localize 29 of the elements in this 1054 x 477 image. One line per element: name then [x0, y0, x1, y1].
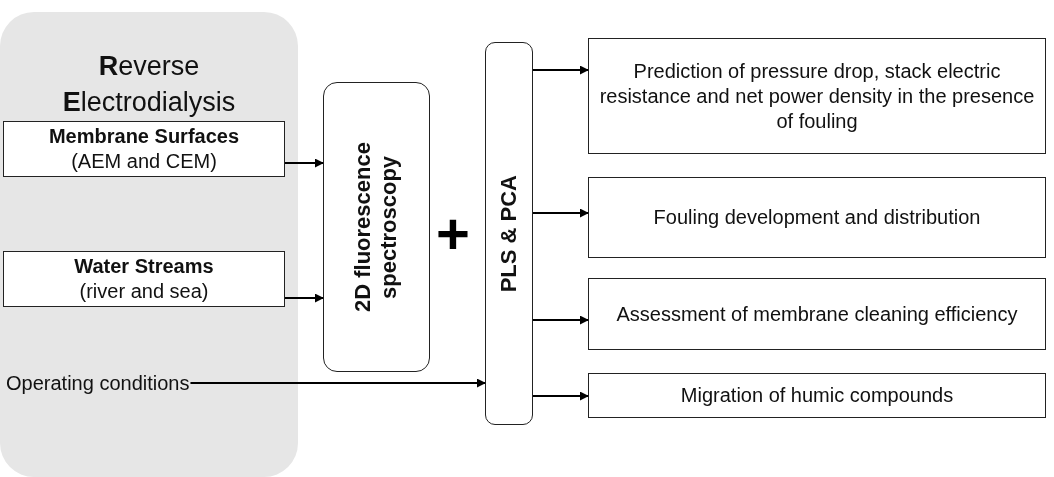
output-box — [588, 278, 1046, 350]
input-box — [3, 121, 285, 177]
arrow — [532, 208, 589, 218]
box-heading: Water Streams — [74, 254, 214, 279]
arrow — [532, 391, 589, 401]
output-box — [588, 373, 1046, 418]
box-text: Fouling development and distribution — [653, 205, 981, 230]
arrow — [532, 315, 589, 325]
box-text: Migration of humic compounds — [680, 383, 954, 408]
process-box — [485, 42, 533, 425]
output-box — [588, 177, 1046, 258]
box-text: PLS & PCA — [495, 174, 522, 293]
output-box — [588, 38, 1046, 154]
box-text: Prediction of pressure drop, stack electric resistance and net power density in the presence of fouling — [598, 58, 1036, 134]
process-box — [323, 82, 430, 372]
arrow — [284, 158, 324, 168]
box-text: (river and sea) — [79, 279, 209, 304]
arrow — [189, 378, 486, 388]
panel-heading: Reverse Electrodialysis — [61, 50, 237, 120]
box-text: (AEM and CEM) — [71, 149, 217, 174]
input-box — [3, 251, 285, 307]
group-panel — [0, 12, 298, 477]
arrow — [532, 65, 589, 75]
box-text: 2D fluorescence spectroscopy — [350, 141, 403, 314]
input-label: Operating conditions — [6, 370, 190, 396]
plus-sign: + — [436, 205, 470, 263]
box-heading: Membrane Surfaces — [48, 124, 240, 149]
box-text: Assessment of membrane cleaning efficiency — [616, 301, 1018, 327]
arrow — [284, 293, 324, 303]
